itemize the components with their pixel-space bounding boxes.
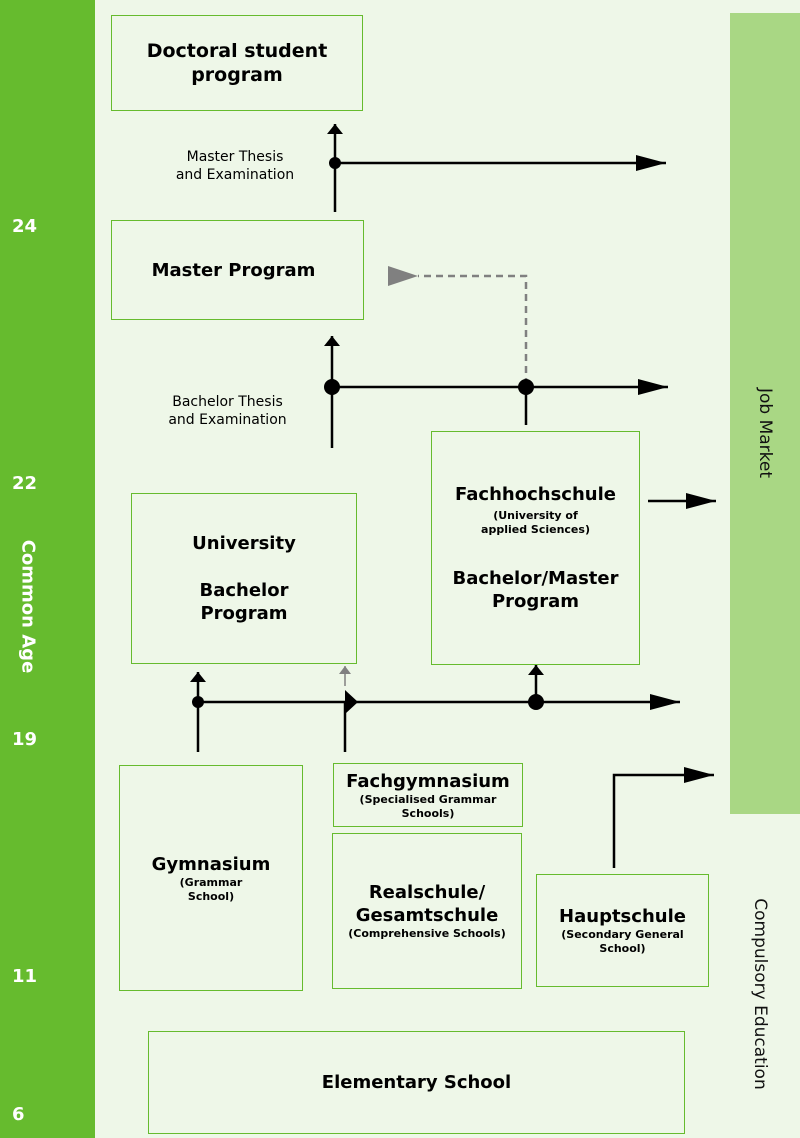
age-label-22: 22 [12,473,38,494]
realschule-title: Realschule/ Gesamtschule [355,882,499,926]
junction-dot [518,379,534,395]
fachhochschule-title: Fachhochschule [455,484,616,505]
realschule-box: Realschule/ Gesamtschule (Comprehensive … [332,833,522,989]
junction-dot [324,379,340,395]
fachhochschule-program: Bachelor/Master Program [452,568,619,612]
university-bachelor-program: Bachelor Program [199,580,289,624]
master-program-box: Master Program [111,220,364,320]
age-label-19: 19 [12,729,38,750]
bachelor-thesis-note: Bachelor Thesis and Examination [168,394,287,428]
master-program-title: Master Program [151,259,316,281]
hauptschule-to-job-arrow [612,767,714,868]
junction-dot [329,157,341,169]
hauptschule-box: Hauptschule (Secondary General School) [536,874,709,987]
gymnasium-box: Gymnasium (Grammar School) [119,765,303,991]
age-label-6: 6 [12,1104,25,1125]
fachgymnasium-junction-triangle [345,690,358,714]
doctoral-program-box: Doctoral student program [111,15,363,111]
age-sidebar: 24 22 19 11 6 Common Age [0,0,95,1138]
fachhochschule-box: Fachhochschule (University of applied Sc… [431,431,640,665]
gymnasium-subtitle: (Grammar School) [179,875,243,903]
hauptschule-title: Hauptschule [559,906,686,927]
fh-to-master-dashed-arrow [388,266,528,385]
fachgymnasium-subtitle: (Specialised Grammar Schools) [359,792,497,820]
age-label-11: 11 [12,966,38,987]
junction-dot [192,696,204,708]
elementary-school-title: Elementary School [321,1072,512,1093]
junction-dot [528,694,544,710]
age-label-24: 24 [12,216,38,237]
elementary-school-box: Elementary School [148,1031,685,1134]
hauptschule-subtitle: (Secondary General School) [561,928,684,955]
job-market-bar [730,13,800,814]
realschule-subtitle: (Comprehensive Schools) [348,927,506,940]
university-title: University [192,533,296,554]
fachgymnasium-title: Fachgymnasium [346,770,510,792]
gymnasium-title: Gymnasium [151,853,271,875]
master-thesis-note: Master Thesis and Examination [175,149,295,183]
fachgymnasium-box: Fachgymnasium (Specialised Grammar Schoo… [333,763,523,827]
university-box: University Bachelor Program [131,493,357,664]
fachhochschule-subtitle: (University of applied Sciences) [481,509,590,536]
doctoral-program-title: Doctoral student program [146,40,328,86]
